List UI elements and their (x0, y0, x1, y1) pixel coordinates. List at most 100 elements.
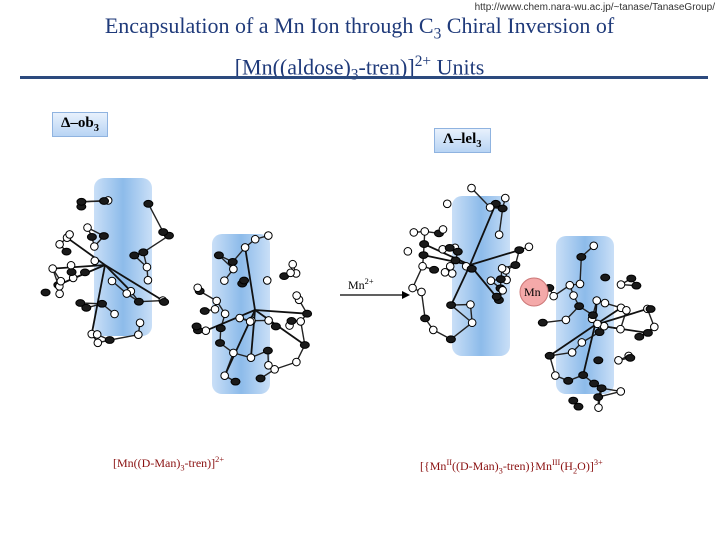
oxygen-atom (96, 299, 107, 308)
carbon-atom (65, 230, 74, 239)
carbon-atom (90, 242, 99, 251)
oxygen-atom (419, 240, 430, 248)
carbon-atom (569, 291, 578, 300)
carbon-atom (403, 247, 413, 256)
carbon-atom (440, 268, 450, 277)
carbon-atom (90, 256, 100, 266)
oxygen-atom (466, 264, 477, 273)
oxygen-atom (213, 251, 224, 260)
oxygen-atom (563, 376, 574, 385)
oxygen-atom (574, 302, 585, 311)
carbon-atom (485, 203, 495, 212)
carbon-atom (445, 262, 455, 271)
oxygen-atom (429, 265, 440, 274)
carbon-atom (286, 268, 295, 278)
metal-bond (582, 324, 596, 376)
lambda-lel3-label: Λ–lel3 (434, 128, 491, 153)
title-divider (20, 76, 708, 79)
oxygen-atom (40, 288, 51, 297)
oxygen-atom (596, 384, 607, 393)
carbon-atom (292, 291, 301, 300)
carbon-atom (48, 264, 57, 273)
carbon-atom (201, 326, 211, 335)
ball-and-stick-models (40, 183, 659, 412)
oxygen-atom (299, 341, 310, 349)
oxygen-atom (568, 396, 579, 405)
oxygen-atom (576, 253, 587, 261)
carbon-atom (567, 348, 577, 357)
metal-bond (244, 247, 256, 311)
bond (579, 256, 583, 284)
carbon-atom (92, 330, 102, 339)
arrow-label-mn2plus: Mn2+ (348, 277, 374, 292)
carbon-atom (240, 243, 250, 252)
carbon-atom (494, 230, 504, 239)
metal-bond (52, 264, 106, 270)
bond (420, 291, 426, 319)
oxygen-atom (446, 301, 457, 309)
oxygen-atom (133, 297, 144, 306)
carbon-atom (486, 276, 496, 285)
metal-bond (205, 309, 256, 332)
carbon-atom (264, 360, 273, 370)
carbon-atom (110, 309, 119, 319)
carbon-atom (229, 264, 238, 274)
carbon-atom (438, 225, 448, 234)
oxygen-atom (510, 261, 521, 269)
carbon-atom (418, 261, 427, 271)
carbon-atom (56, 276, 66, 286)
metal-bond (469, 203, 497, 266)
oxygen-atom (239, 276, 250, 285)
page-title: Encapsulation of a Mn Ion through C3 Chi… (0, 12, 719, 90)
carbon-atom (561, 315, 571, 325)
reaction-arrowhead (402, 291, 410, 299)
bond (147, 203, 164, 233)
oxygen-atom (81, 303, 92, 312)
carbon-atom (264, 316, 273, 325)
bond (450, 304, 473, 324)
carbon-atom (83, 223, 92, 232)
carbon-atom (55, 240, 64, 249)
carbon-atom (420, 227, 430, 236)
oxygen-atom (215, 324, 226, 333)
oxygen-atom (158, 228, 169, 236)
carbon-atom (93, 338, 103, 348)
bond (498, 208, 504, 235)
oxygen-atom (497, 204, 508, 213)
carbon-atom (592, 296, 602, 305)
carbon-atom (409, 228, 419, 237)
carbon-atom (250, 234, 260, 244)
oxygen-atom (452, 247, 463, 256)
carbon-atom (210, 304, 220, 314)
carbon-atom (616, 280, 626, 289)
oxygen-atom (450, 256, 461, 265)
carbon-atom (497, 264, 507, 273)
oxygen-atom (159, 298, 170, 306)
carbon-atom (292, 357, 301, 367)
carbon-atom (650, 322, 659, 332)
carbon-atom (270, 365, 279, 374)
oxygen-atom (66, 268, 77, 277)
carbon-atom (622, 306, 631, 315)
delta-ob3-label: Δ–ob3 (52, 112, 108, 137)
oxygen-atom (143, 199, 154, 208)
oxygen-atom (255, 374, 266, 383)
oxygen-atom (444, 243, 455, 252)
carbon-atom (142, 262, 152, 272)
oxygen-atom (138, 248, 149, 257)
highlight-band-left-1 (94, 178, 152, 336)
carbon-atom (193, 283, 202, 293)
carbon-atom (220, 371, 229, 381)
carbon-atom (220, 276, 229, 285)
oxygen-atom (589, 379, 600, 388)
carbon-atom (466, 300, 475, 309)
left-complex-caption: [Mn((D-Man)3-tren)]2+ (113, 455, 225, 473)
oxygen-atom (418, 251, 429, 259)
bond (142, 235, 170, 253)
oxygen-atom (230, 377, 241, 386)
bond (450, 322, 473, 340)
carbon-atom (447, 269, 457, 278)
carbon-atom (66, 261, 76, 270)
oxygen-atom (215, 339, 226, 347)
